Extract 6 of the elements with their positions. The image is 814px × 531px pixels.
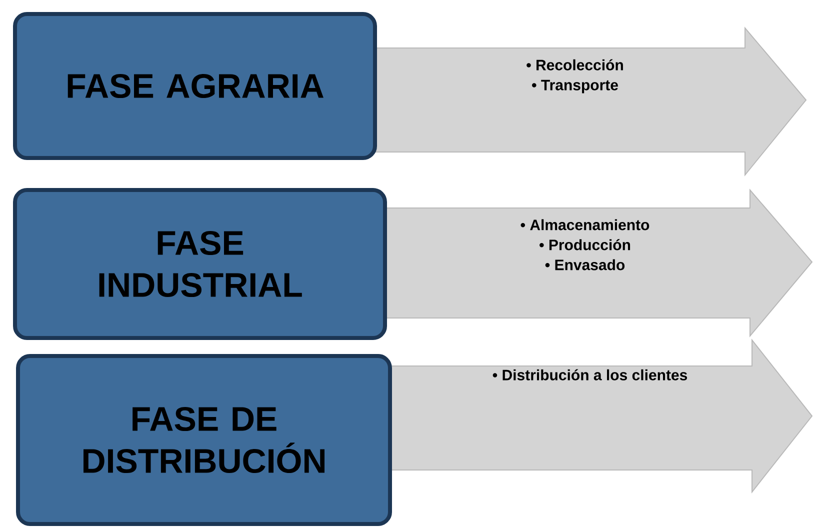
arrow-banner: • Recolección • Transporte: [360, 26, 807, 176]
phase-box: FASE DE DISTRIBUCIÓN: [16, 354, 392, 526]
arrow-banner: • Distribución a los clientes: [374, 338, 813, 494]
arrow-banner: • Almacenamiento • Producción • Envasado: [370, 188, 813, 338]
phase-box: FASE AGRARIA: [13, 12, 377, 160]
phase-box: FASE INDUSTRIAL: [13, 188, 387, 340]
